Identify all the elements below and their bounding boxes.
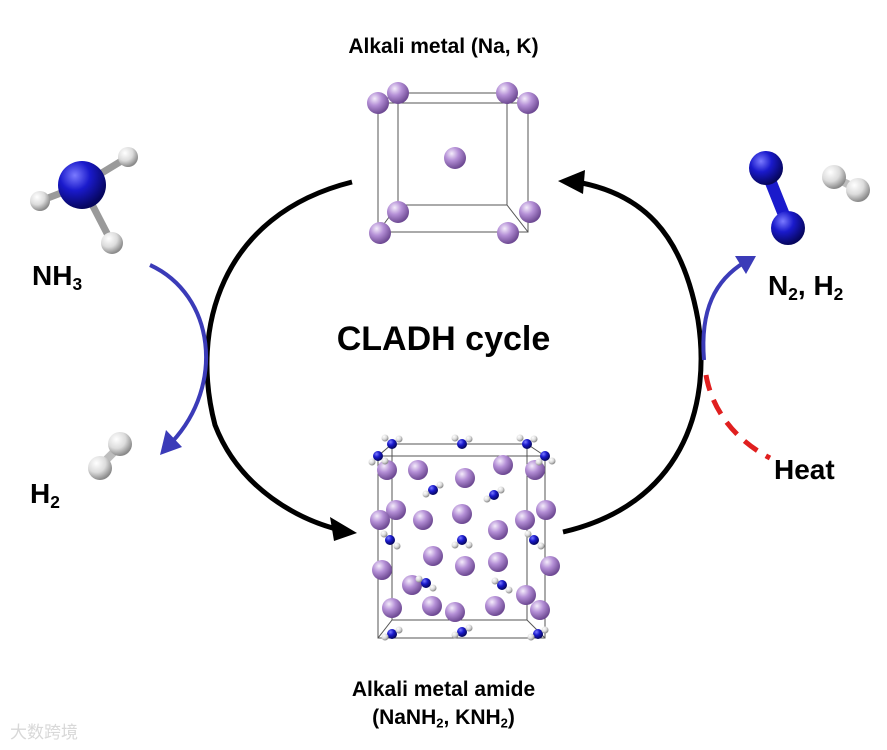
nh3-consumption-arrow: [149, 263, 209, 444]
h2-left-label: H2: [30, 478, 60, 512]
metal-atoms: [367, 82, 541, 244]
alkali-metal-unit-cell: [367, 82, 541, 244]
amide-label-line2: (NaNH2, KNH2): [372, 706, 515, 731]
alkali-metal-label: Alkali metal (Na, K): [348, 35, 539, 58]
h2-molecule-left: [88, 432, 132, 480]
cycle-title: CLADH cycle: [336, 320, 551, 358]
n2-h2-label: N2, H2: [768, 270, 844, 304]
h2-molecule-right: [822, 165, 870, 202]
cycle-arrow-left: [204, 179, 353, 533]
alkali-metal-amide-unit-cell: [368, 434, 560, 641]
cycle-arrows: [204, 170, 704, 541]
heat-arrow: [703, 374, 772, 461]
heat-label: Heat: [774, 454, 835, 485]
cycle-arrow-right: [562, 180, 704, 535]
n2-h2-release-arrowhead: [735, 256, 756, 274]
nh3-molecule: [30, 147, 138, 254]
n2-molecule: [749, 151, 805, 245]
nh3-consumption-arrowhead: [160, 430, 182, 455]
alkali-metal-amide-label: Alkali metal amide (NaNH2, KNH2): [0, 676, 887, 733]
nh3-label: NH3: [32, 260, 83, 294]
watermark-text: 大数跨境: [10, 723, 78, 743]
amide-nh2-groups: [368, 434, 556, 641]
side-arrows: [149, 256, 772, 461]
cycle-arrowhead-left: [330, 517, 357, 541]
amide-label-line1: Alkali metal amide: [351, 678, 536, 701]
cycle-arrowhead-right: [558, 170, 585, 194]
n2-h2-release-arrow: [701, 260, 747, 361]
